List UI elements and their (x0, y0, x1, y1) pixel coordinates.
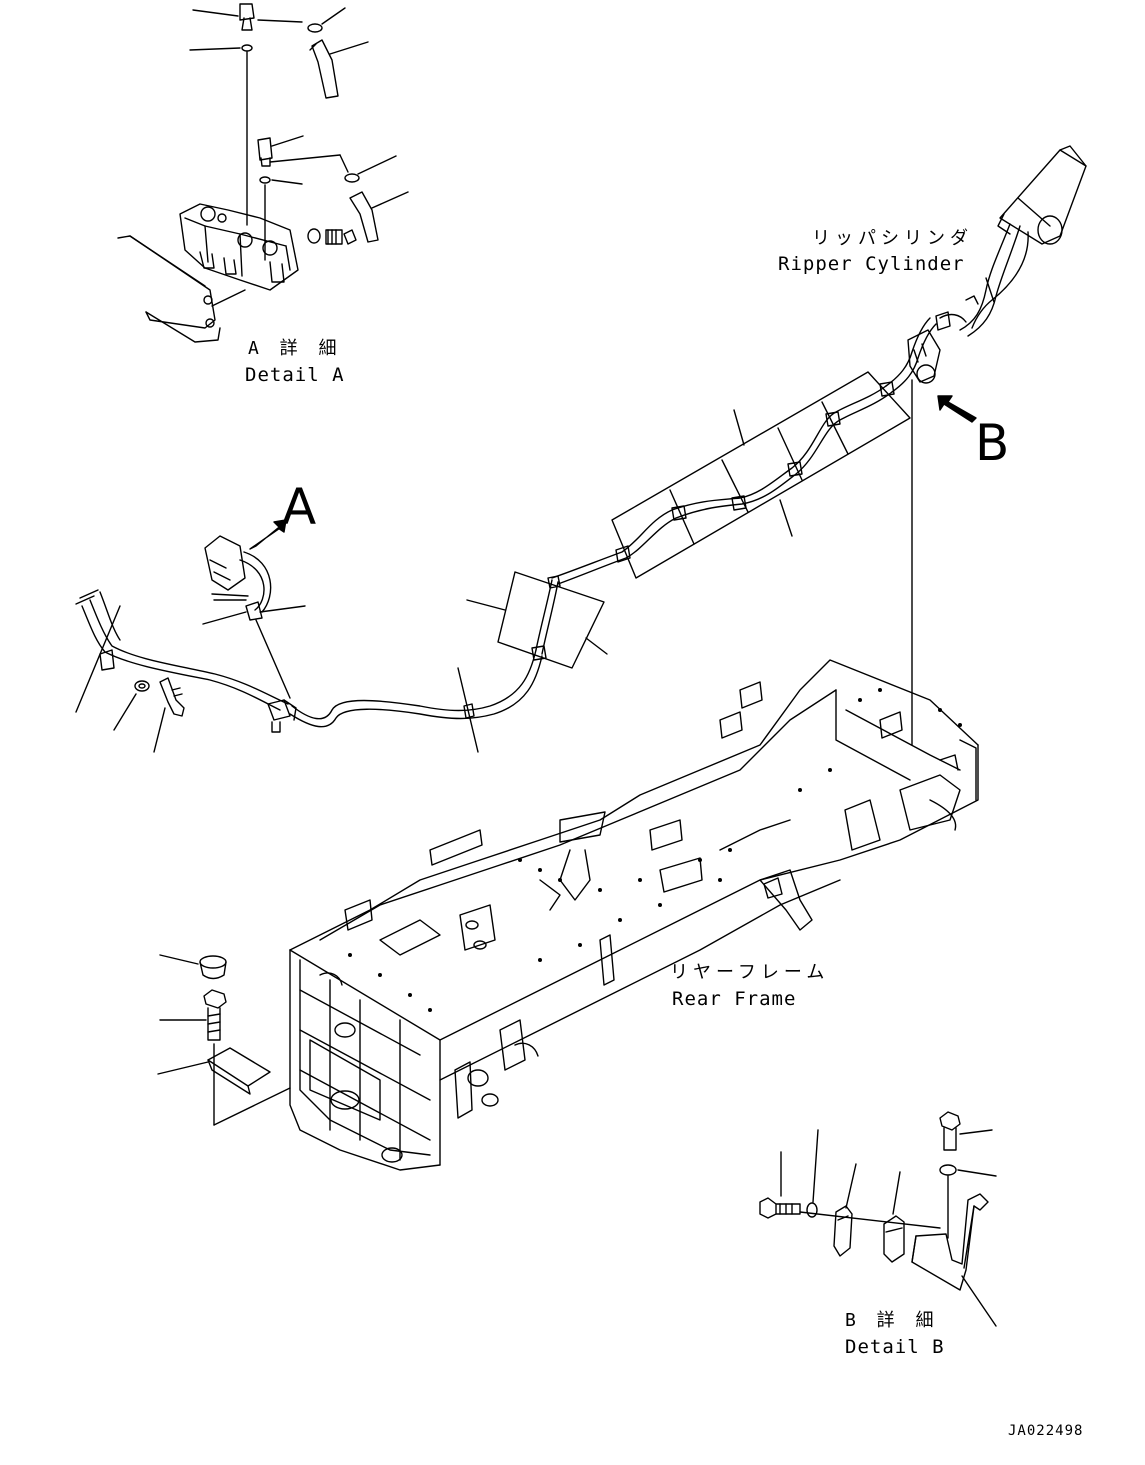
detail-b-label-en: Detail B (845, 1336, 945, 1358)
detail-a-valve-assembly (117, 3, 409, 343)
rear-frame-label-en: Rear Frame (672, 988, 797, 1010)
detail-a-label-en: Detail A (245, 364, 345, 386)
ripper-cylinder (939, 145, 1087, 337)
rear-frame-label-jp: リヤーフレーム (670, 962, 830, 983)
rear-frame (157, 659, 979, 1171)
ripper-cylinder-label-jp: リッパシリンダ (812, 228, 973, 249)
view-marker-b: B (975, 414, 1010, 472)
detail-a-label-jp: A 詳 細 (248, 338, 342, 359)
detail-b-bracket-assembly (759, 1111, 997, 1327)
drawing-code: JA022498 (1008, 1423, 1084, 1439)
view-marker-a: A (282, 478, 317, 536)
ripper-cylinder-label-en: Ripper Cylinder (778, 253, 965, 275)
hydraulic-lines (75, 311, 977, 753)
detail-b-label-jp: B 詳 細 (845, 1310, 939, 1331)
